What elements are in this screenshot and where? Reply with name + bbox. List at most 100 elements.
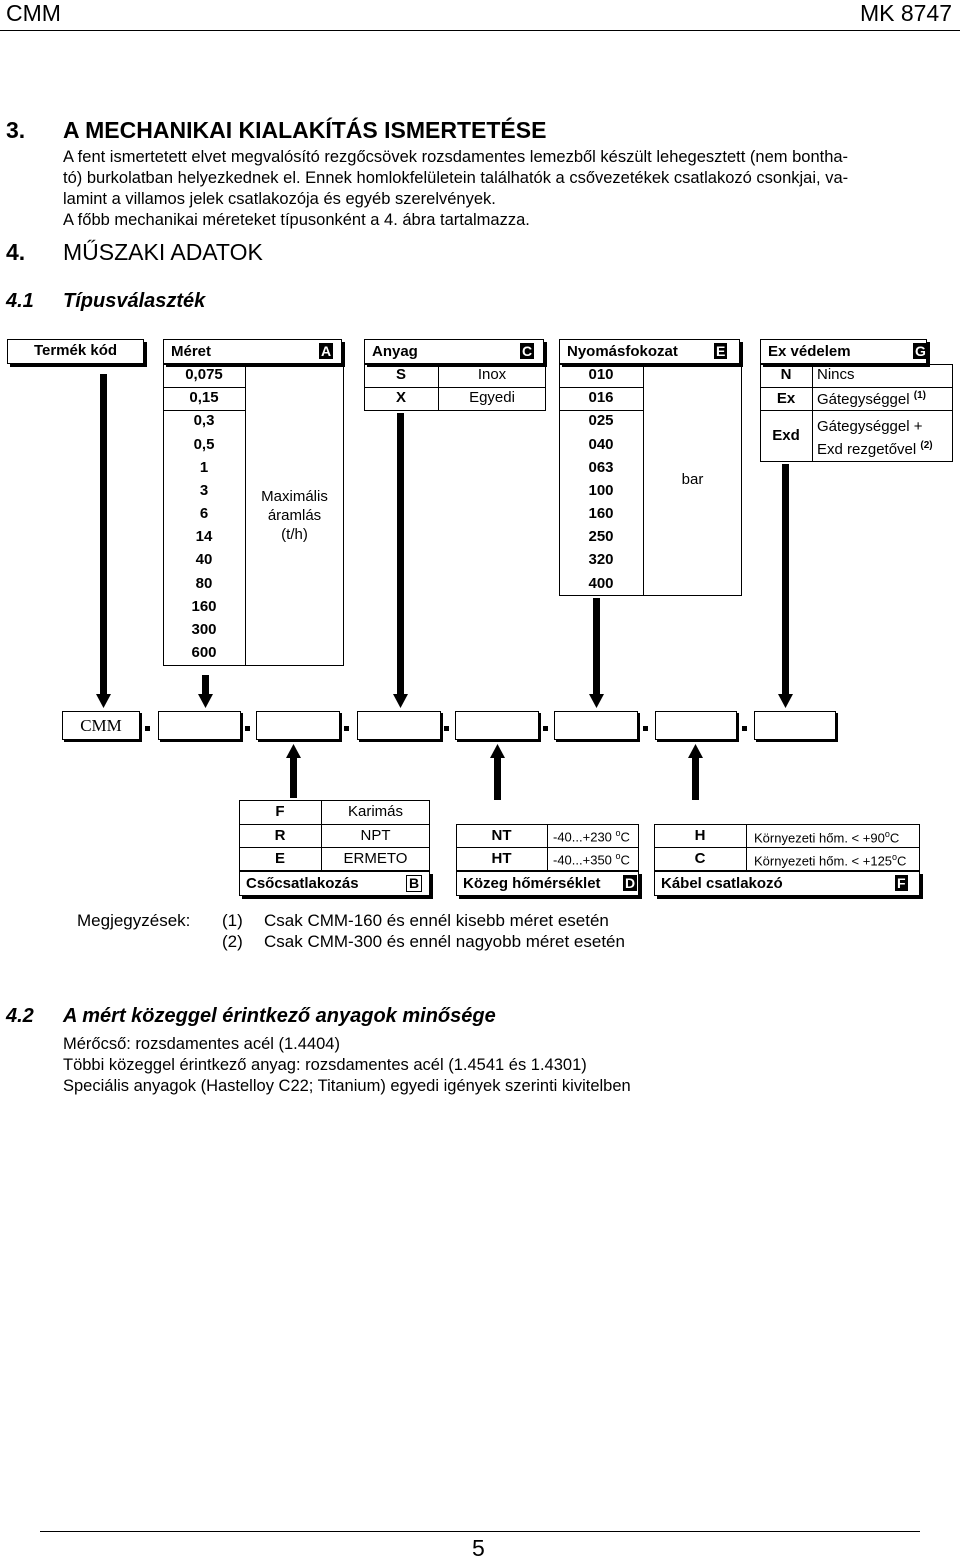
arrow-head	[286, 744, 301, 758]
pressure-row-line	[559, 387, 643, 388]
pipe-header: Csőcsatlakozás B	[239, 871, 430, 896]
arrow-shaft	[397, 413, 404, 694]
section3-line2: tó) burkolatban helyezkednek el. Ennek h…	[63, 169, 849, 187]
ex-code: N	[780, 366, 792, 383]
medium-temp-code: HT	[491, 850, 512, 867]
section4-title: MŰSZAKI ADATOK	[63, 239, 263, 265]
product-code-header: Termék kód	[7, 339, 144, 364]
ex-header-label: Ex védelem	[768, 343, 851, 360]
material-header-label: Anyag	[372, 343, 418, 360]
ex-table-divider	[812, 364, 813, 462]
pressure-header-letter: E	[714, 343, 728, 359]
pressure-value: 063	[588, 459, 614, 476]
size-value: 1	[199, 459, 209, 476]
pressure-header: Nyomásfokozat E	[559, 339, 740, 364]
code-slot-c	[357, 711, 441, 740]
section3-title: A MECHANIKAI KIALAKÍTÁS ISMERTETÉSE	[63, 117, 547, 143]
separator-dot	[643, 726, 648, 731]
section3-line1: A fent ismertetett elvet megvalósító rez…	[63, 148, 849, 166]
section41-title: Típusválaszték	[63, 290, 206, 312]
material-row-line	[364, 387, 546, 388]
note-number: (1)	[222, 911, 243, 930]
cable-header-label: Kábel csatlakozó	[661, 875, 783, 892]
size-desc-line3: (t/h)	[281, 526, 308, 543]
header-rule	[0, 30, 960, 31]
ex-table	[760, 364, 953, 462]
arrow-shaft	[494, 758, 501, 800]
ex-row-line	[760, 410, 953, 411]
size-value: 6	[199, 505, 209, 522]
pipe-code: E	[274, 850, 285, 867]
cable-code: H	[694, 827, 706, 844]
medium-temp-range: -40...+230 oC	[553, 828, 630, 845]
pressure-table-divider	[643, 364, 644, 596]
pressure-value: 160	[588, 505, 614, 522]
pressure-unit: bar	[681, 471, 704, 488]
cable-header-letter: F	[895, 875, 908, 891]
section4-number: 4.	[6, 239, 26, 265]
ex-code: Ex	[776, 390, 796, 407]
footer-rule	[40, 1531, 920, 1532]
section3-line3: lamint a villamos jelek csatlakozója és …	[63, 190, 496, 208]
cable-header: Kábel csatlakozó F	[654, 871, 920, 896]
pressure-value: 010	[588, 366, 614, 383]
material-header-letter: C	[520, 343, 535, 359]
pipe-row-line	[239, 847, 430, 848]
size-header: Méret A	[163, 339, 342, 364]
arrow-head	[198, 694, 213, 708]
section42-line1: Mérőcső: rozsdamentes acél (1.4404)	[63, 1035, 340, 1053]
size-table-divider	[245, 364, 246, 666]
code-slot-b	[256, 711, 340, 740]
section3-line4: A főbb mechanikai méreteket típusonként …	[63, 211, 530, 229]
code-slot-a	[158, 711, 241, 740]
pressure-value: 400	[588, 575, 614, 592]
arrow-head	[490, 744, 505, 758]
material-code: S	[395, 366, 406, 383]
separator-dot	[444, 726, 449, 731]
pipe-table	[239, 800, 430, 871]
medium-temp-row-line	[456, 847, 639, 848]
ex-name: Gátegységgel (1)	[817, 390, 926, 408]
code-slot-g	[754, 711, 836, 740]
size-value: 3	[199, 482, 209, 499]
pipe-code: F	[275, 803, 285, 820]
size-value: 300	[191, 621, 217, 638]
pressure-value: 025	[588, 412, 614, 429]
section41-number: 4.1	[6, 290, 34, 312]
ex-header: Ex védelem G	[760, 339, 928, 364]
code-slot-e	[554, 711, 638, 740]
section42-title: A mért közeggel érintkező anyagok minősé…	[63, 1005, 496, 1027]
separator-dot	[543, 726, 548, 731]
pressure-header-label: Nyomásfokozat	[567, 343, 678, 360]
pipe-table-divider	[321, 800, 322, 871]
pipe-name: Karimás	[347, 803, 403, 820]
cmm-code-box: CMM	[62, 711, 140, 740]
code-slot-f	[655, 711, 737, 740]
size-value: 14	[195, 528, 213, 545]
medium-temp-header-label: Közeg hőmérséklet	[463, 875, 601, 892]
size-desc-line2: áramlás	[267, 507, 322, 524]
cable-row-line	[654, 847, 920, 848]
material-header: Anyag C	[364, 339, 544, 364]
notes-label: Megjegyzések:	[77, 911, 191, 930]
size-table	[163, 364, 344, 666]
pipe-name: NPT	[360, 827, 391, 844]
pipe-row-line	[239, 824, 430, 825]
diagram-arrows	[96, 374, 793, 800]
size-header-label: Méret	[171, 343, 212, 360]
header-right: MK 8747	[859, 0, 952, 26]
size-value: 40	[195, 551, 213, 568]
arrow-shaft	[100, 374, 107, 694]
ex-header-letter: G	[913, 343, 928, 359]
arrow-head	[778, 694, 793, 708]
pressure-table	[559, 364, 742, 596]
size-value: 0,075	[185, 366, 223, 383]
size-description: Maximális áramlás (t/h)	[245, 487, 344, 544]
medium-temp-header-letter: D	[623, 875, 638, 891]
pressure-value: 320	[588, 551, 614, 568]
pressure-value: 016	[588, 389, 614, 406]
size-value: 0,3	[193, 412, 215, 429]
size-row-line	[163, 387, 245, 388]
ex-code: Exd	[772, 427, 800, 444]
size-value: 0,15	[189, 389, 219, 406]
